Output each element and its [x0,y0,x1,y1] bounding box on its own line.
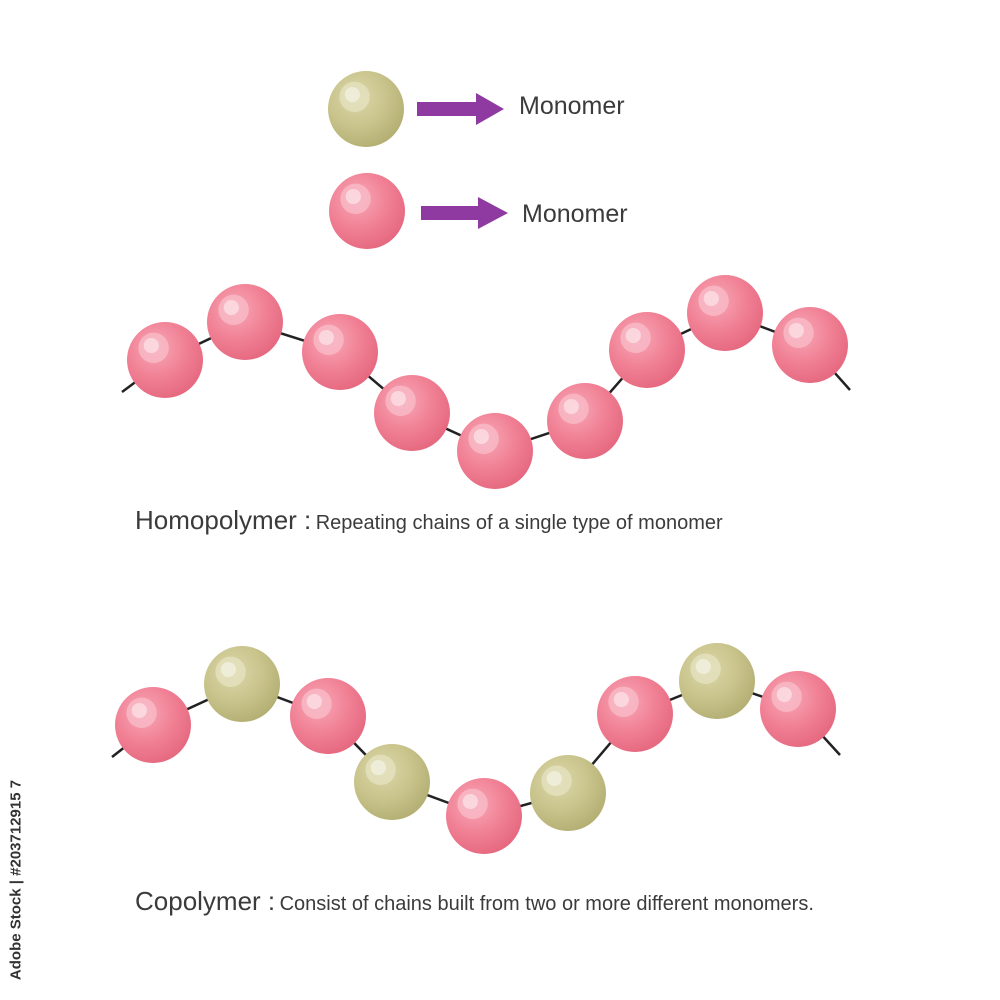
homopolymer-bead-pink [457,413,533,489]
copolymer-chain [111,643,841,854]
homopolymer-caption: Homopolymer : Repeating chains of a sing… [135,505,723,536]
copolymer-bead-olive [204,646,280,722]
copolymer-term: Copolymer : [135,886,276,916]
legend-label-2: Monomer [522,200,628,228]
legend-arrow-2 [421,197,508,229]
homopolymer-bead-pink [207,284,283,360]
homopolymer-bead-pink [547,383,623,459]
homopolymer-bead-pink [772,307,848,383]
homopolymer-term: Homopolymer : [135,505,312,535]
watermark-text: Adobe Stock | #203712915 7 [7,779,25,981]
legend [328,71,508,249]
homopolymer-bead-pink [609,312,685,388]
homopolymer-description: Repeating chains of a single type of mon… [315,512,723,534]
homopolymer-chain [121,275,851,489]
copolymer-bead-pink [597,676,673,752]
homopolymer-bead-pink [302,314,378,390]
copolymer-description: Consist of chains built from two or more… [279,893,814,915]
copolymer-bead-olive [354,744,430,820]
olive-monomer-bead [328,71,404,147]
copolymer-bead-pink [290,678,366,754]
legend-arrow-1 [417,93,504,125]
legend-pink-monomer-bead [329,173,405,249]
copolymer-bead-olive [530,755,606,831]
copolymer-bead-olive [679,643,755,719]
legend-olive-monomer-bead [328,71,404,147]
copolymer-bead-pink [115,687,191,763]
legend-label-1: Monomer [519,92,625,120]
homopolymer-bead-pink [127,322,203,398]
homopolymer-bead-pink [687,275,763,351]
copolymer-bead-pink [760,671,836,747]
homopolymer-bead-pink [374,375,450,451]
copolymer-bead-pink [446,778,522,854]
stock-watermark: Adobe Stock | #203712915 7 [4,760,28,1000]
pink-monomer-bead [329,173,405,249]
copolymer-caption: Copolymer : Consist of chains built from… [135,886,814,917]
